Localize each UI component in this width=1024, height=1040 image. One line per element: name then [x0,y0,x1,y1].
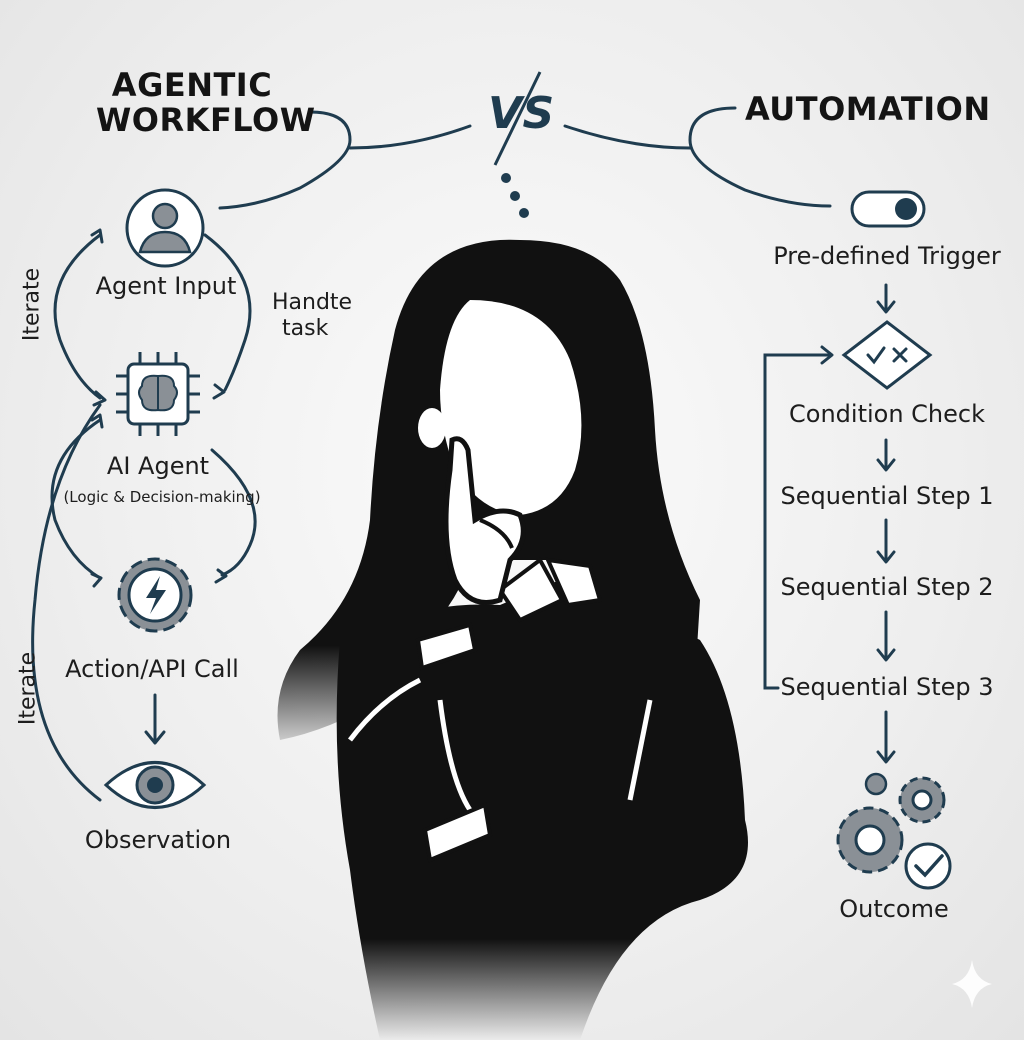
ai-agent-sub-label: (Logic & Decision-making) [63,488,261,506]
decision-diamond-icon [841,320,933,390]
gears-check-icon [836,772,952,890]
sequential-step-3-label: Sequential Step 3 [780,673,994,701]
sequential-step-1-label: Sequential Step 1 [780,482,994,510]
ai-agent-label: AI Agent [106,452,210,480]
sequential-step-2-label: Sequential Step 2 [780,573,994,601]
eye-icon [103,761,207,809]
trigger-label: Pre-defined Trigger [773,242,1001,270]
brain-chip-icon [116,352,200,436]
handle-task-line2: task [282,316,329,342]
handle-task-line1: Handte [272,290,353,315]
handle-task-label: Handte task [272,290,352,343]
outcome-label: Outcome [839,895,949,923]
vs-label: VS [488,88,555,139]
gear-lightning-icon [117,557,193,633]
observation-label: Observation [84,826,232,854]
agentic-title-line2: WORKFLOW [96,101,316,140]
agentic-workflow-title: AGENTIC WORKFLOW [92,66,316,140]
agentic-title-line1: AGENTIC [111,66,273,104]
agent-input-label: Agent Input [95,272,237,300]
toggle-icon [850,190,926,228]
condition-check-label: Condition Check [789,400,985,428]
automation-title: AUTOMATION [745,90,991,128]
action-api-call-label: Action/API Call [65,655,239,683]
user-icon [125,188,205,268]
